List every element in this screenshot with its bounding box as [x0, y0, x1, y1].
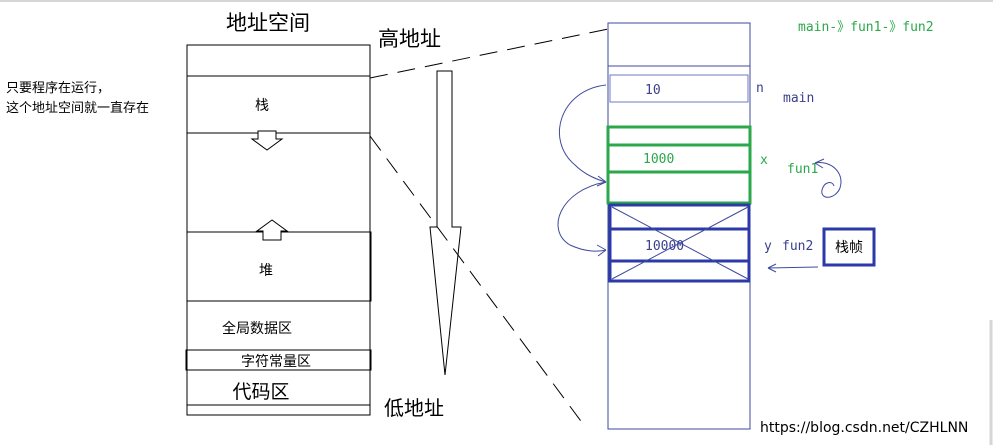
fun2-var-name: y — [764, 239, 772, 254]
stack-grow-down-icon — [250, 130, 284, 151]
high-address-label: 高地址 — [378, 27, 441, 51]
note-line-2: 这个地址空间就一直存在 — [6, 100, 149, 116]
fun1-frame-box — [606, 125, 752, 205]
stack-frame-legend-box — [822, 227, 876, 267]
address-space-title: 地址空间 — [226, 11, 310, 35]
fun2-frame-value: 10000 — [645, 239, 684, 254]
main-var-name: n — [756, 81, 764, 96]
low-address-label: 低地址 — [384, 396, 444, 420]
address-direction-arrow-icon — [429, 70, 462, 376]
fun1-frame-value: 1000 — [643, 152, 674, 167]
call-arrow-fun1-to-fun2 — [557, 181, 607, 252]
zoom-guide-top — [369, 28, 609, 79]
note-line-1: 只要程序在运行， — [6, 81, 110, 96]
call-arrowhead-icon — [596, 244, 607, 257]
fun2-frame-box — [608, 203, 751, 283]
fun1-func-name: fun1 — [787, 162, 818, 177]
zoom-guide-bottom — [369, 135, 587, 429]
stack-segment-label: 栈 — [255, 98, 269, 114]
legend-pointer-line — [767, 266, 819, 269]
fun1-var-name: x — [760, 153, 768, 168]
stack-frame-legend-label: 栈帧 — [835, 240, 863, 256]
fun2-func-name: fun2 — [782, 239, 813, 254]
main-func-name: main — [783, 91, 814, 106]
main-frame-cell — [609, 74, 749, 103]
stack-zoom-column — [607, 22, 751, 430]
fun2-cross-out-line — [611, 206, 749, 280]
call-chain-label: main-》fun1-》fun2 — [798, 20, 934, 35]
heap-segment-label: 堆 — [259, 263, 273, 279]
return-arrowhead-icon — [814, 158, 825, 169]
heap-grow-up-icon — [255, 219, 289, 241]
watermark: https://blog.csdn.net/CZHLNN — [760, 420, 968, 436]
legend-pointer-arrowhead-icon — [767, 263, 777, 273]
const-segment-label: 字符常量区 — [241, 354, 311, 370]
const-segment — [185, 349, 372, 371]
return-scribble — [814, 162, 842, 198]
heap-segment — [186, 231, 372, 302]
fun1-frame — [606, 125, 752, 205]
fun2-frame — [608, 203, 751, 283]
main-frame-value: 10 — [645, 83, 661, 98]
code-segment-label: 代码区 — [232, 381, 289, 403]
call-arrow-main-to-fun1 — [558, 84, 607, 183]
global-segment-label: 全局数据区 — [222, 320, 292, 337]
address-space-outline — [186, 44, 371, 416]
